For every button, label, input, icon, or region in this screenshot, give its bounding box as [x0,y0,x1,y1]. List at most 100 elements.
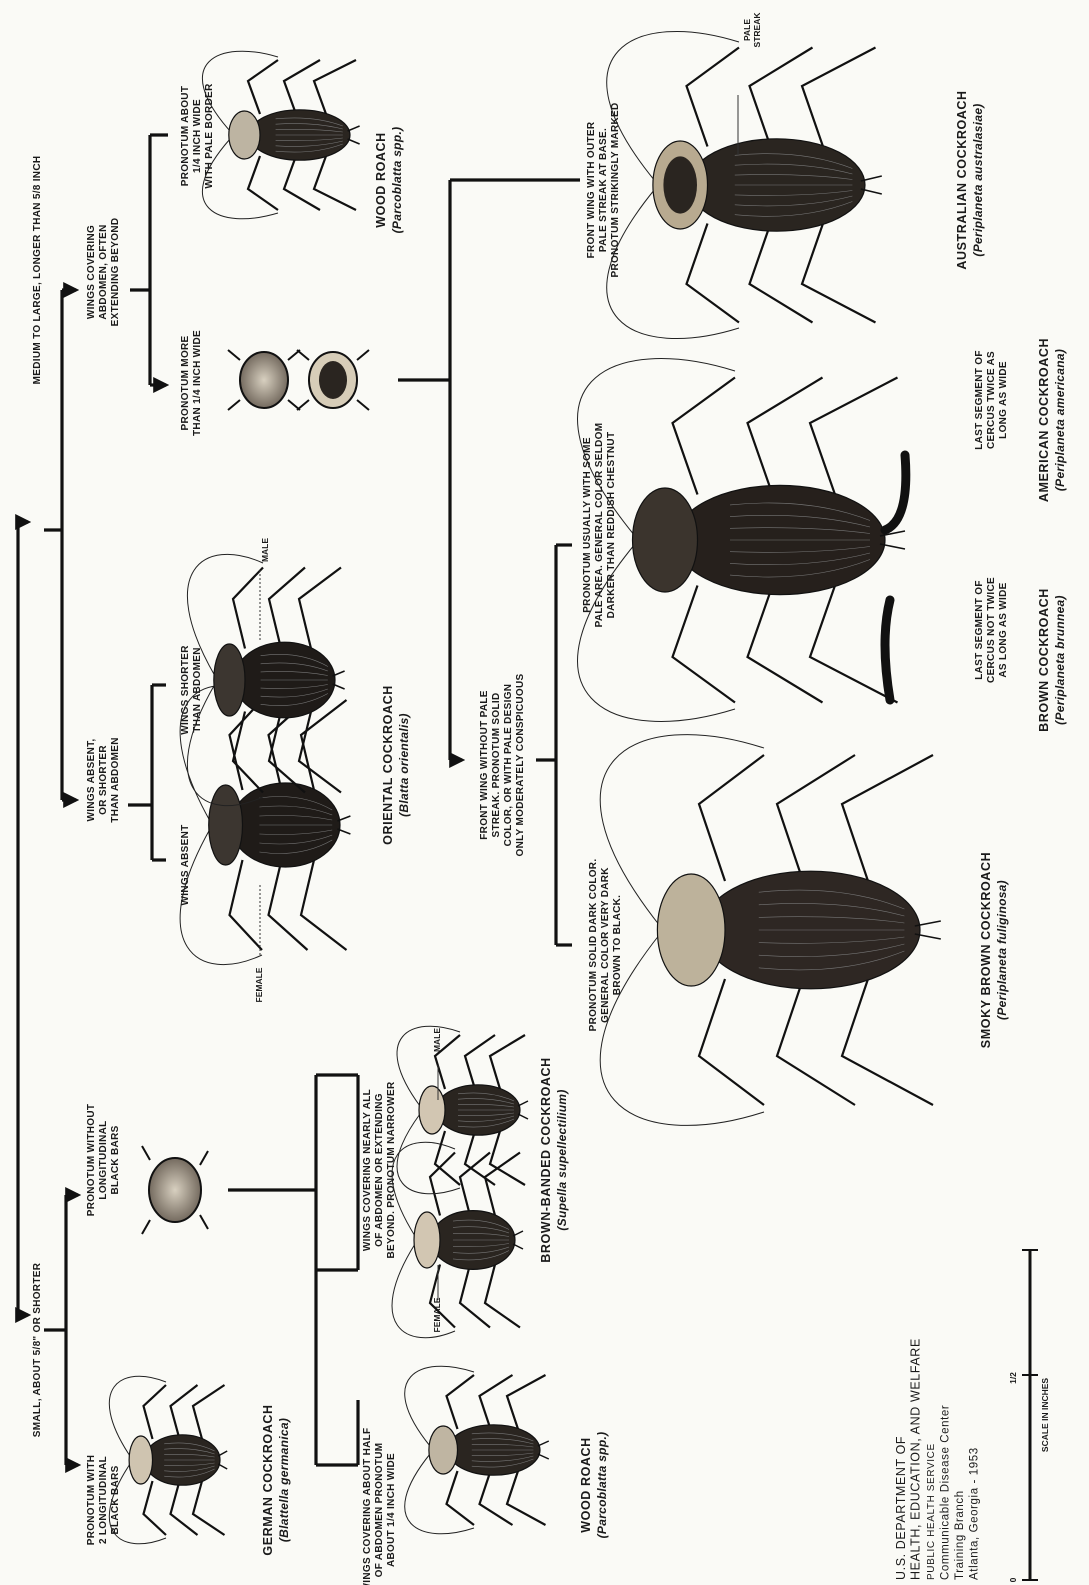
brown-name-line: BROWN COCKROACH [1037,588,1051,732]
scale-zero: 0 [1008,1577,1018,1582]
australian-sci: (Periplaneta australasiae) [971,103,985,256]
male-marker-2: MALE [432,1028,442,1052]
smoky-brown-sci-line: (Periplaneta fuliginosa) [995,880,1009,1020]
american-sci-line: (Periplaneta americana) [1053,349,1067,491]
scale-label: SCALE IN INCHES [1040,1378,1050,1452]
oriental-name: ORIENTAL COCKROACH [381,685,395,845]
pronotum-no-bars-label-line: PRONOTUM WITHOUT [86,1104,97,1217]
australian-cockroach-drawing [607,31,882,338]
front-wing-without-label-line: STREAK. PRONOTUM SOLID [491,693,502,838]
wings-covering-label-line: ABDOMEN, OFTEN [98,224,109,319]
oriental-female-drawing [180,685,350,964]
pronotum-more-label-line: PRONOTUM MORE [180,335,191,430]
wood-large-sci-line: (Parcoblatta spp.) [390,127,404,234]
brown-banded-sci: (Supella supellectilium) [555,1089,569,1230]
wood-large-name: WOOD ROACH [374,132,388,228]
front-wing-without-label-line: FRONT WING WITHOUT PALE [479,690,490,840]
pronotum-about-label-line: WITH PALE BORDER [204,83,215,189]
scale-zero-line: 0 [1008,1577,1018,1582]
wings-full-label-line: OF ABDOMEN OR EXTENDING [374,1093,385,1247]
root-small-label: SMALL, ABOUT 5/8" OR SHORTER [32,1262,43,1437]
wood-small-sci-line: (Parcoblatta spp.) [595,1432,609,1539]
german-cockroach-drawing [109,1376,227,1544]
wood-large-name-line: WOOD ROACH [374,132,388,228]
wood-large-sci: (Parcoblatta spp.) [390,127,404,234]
smoky-brown-name: SMOKY BROWN COCKROACH [979,852,993,1048]
pronotum-solid-label: PRONOTUM SOLID DARK COLOR.GENERAL COLOR … [588,859,623,1032]
cercus-not-twice-label-line: AS LONG AS WIDE [998,582,1009,677]
wings-absent-label: WINGS ABSENT [180,824,191,905]
pronotum-usually-label-line: PRONOTUM USUALLY WITH SOME [582,437,593,613]
wings-half-label-line: OF ABDOMEN PRONOTUM [374,1443,385,1578]
wings-covering-label-line: EXTENDING BEYOND [110,218,121,327]
root-small-label-line: SMALL, ABOUT 5/8" OR SHORTER [32,1262,43,1437]
wings-half-label-line: WINGS COVERING ABOUT HALF [362,1428,373,1585]
pronotum-solid-label-line: GENERAL COLOR VERY DARK [600,867,611,1023]
credit-line: Atlanta, Georgia - 1953 [969,1447,981,1580]
pronotum-about-label-line: PRONOTUM ABOUT [180,86,191,187]
female-marker-2: FEMALE [432,1297,442,1332]
german-name-line: GERMAN COCKROACH [261,1404,275,1555]
pale-streak-label-line: PALE [742,19,752,41]
credit-line: Training Branch [954,1490,966,1580]
smoky-brown-sci: (Periplaneta fuliginosa) [995,880,1009,1020]
wood-roach-small-drawing [405,1366,549,1534]
pronotum-bars-label-line: PRONOTUM WITH [86,1455,97,1546]
wood-small-name-line: WOOD ROACH [579,1437,593,1533]
pronotum-solid-label-line: PRONOTUM SOLID DARK COLOR. [588,859,599,1032]
smoky-brown-drawing [600,735,941,1126]
female-marker-2-line: FEMALE [432,1297,442,1332]
american-sci: (Periplaneta americana) [1053,349,1067,491]
brown-sci-line: (Periplaneta brunnea) [1053,595,1067,725]
scale-bar [1022,1250,1038,1580]
cercus-twice-label-line: LAST SEGMENT OF [974,350,985,450]
pronotum-solid-label-line: BROWN TO BLACK. [612,895,623,995]
brown-banded-name-line: BROWN-BANDED COCKROACH [539,1057,553,1263]
wings-shorter-label: WINGS SHORTERTHAN ABDOMEN [180,645,203,735]
cercus-twice-label-line: LONG AS WIDE [998,361,1009,439]
pale-streak-label-line: STREAK [752,12,762,48]
credit-line: Communicable Disease Center [940,1405,952,1580]
root-large-label: MEDIUM TO LARGE, LONGER THAN 5/8 INCH [32,156,43,385]
pronotum-about-label-line: 1/4 INCH WIDE [192,99,203,173]
cercus-not-twice-label-line: LAST SEGMENT OF [974,580,985,680]
cercus-not-twice-label-line: CERCUS NOT TWICE [986,577,997,683]
scale-label-line: SCALE IN INCHES [1040,1378,1050,1452]
female-marker-line: FEMALE [254,967,264,1002]
brown-banded-sci-line: (Supella supellectilium) [555,1089,569,1230]
american-name: AMERICAN COCKROACH [1037,338,1051,502]
german-sci-line: (Blattella germanica) [277,1418,291,1542]
wings-half-label-line: ABOUT 1/4 INCH WIDE [386,1453,397,1567]
male-marker-2-line: MALE [432,1028,442,1052]
male-marker-line: MALE [260,538,270,562]
oriental-sci-line: (Blatta orientalis) [397,713,411,817]
oriental-male-drawing [187,554,344,805]
cercus-twice-label-line: CERCUS TWICE AS [986,351,997,449]
wood-small-name: WOOD ROACH [579,1437,593,1533]
oriental-name-line: ORIENTAL COCKROACH [381,685,395,845]
pronotum-usually-label-line: PALE AREA. GENERAL COLOR SELDOM [594,423,605,628]
pronotum-usually-label-line: DARKER THAN REDDISH CHESTNUT [606,432,617,619]
scale-half: 1/2 [1008,1372,1018,1384]
australian-sci-line: (Periplaneta australasiae) [971,103,985,256]
credit-line: U.S. DEPARTMENT OF [894,1436,908,1580]
oriental-sci: (Blatta orientalis) [397,713,411,817]
wood-small-sci: (Parcoblatta spp.) [595,1432,609,1539]
front-wing-without-label-line: COLOR, OR WITH PALE DESIGN [503,684,514,847]
australian-name-line: AUSTRALIAN COCKROACH [955,90,969,269]
credit-line: PUBLIC HEALTH SERVICE [926,1443,937,1580]
front-wing-without-label-line: ONLY MODERATELY CONSPICUOUS [515,673,526,856]
pronotum-more-label-line: THAN 1/4 INCH WIDE [192,330,203,436]
female-marker: FEMALE [254,967,264,1002]
wings-full-label-line: WINGS COVERING NEARLY ALL [362,1089,373,1251]
